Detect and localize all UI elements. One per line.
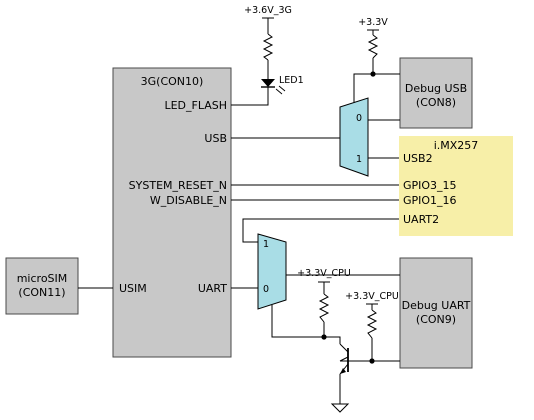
module-3g: 3G(CON10) LED_FLASH USB SYSTEM_RESET_N W… [112, 67, 232, 358]
pin-usim: USIM [119, 282, 147, 295]
mux-uart-in1-label: 1 [263, 239, 269, 250]
pin-usb: USB [204, 132, 227, 145]
debug-usb-label: Debug USB [405, 82, 467, 95]
microsim-connector: (CON11) [18, 286, 65, 299]
debug-uart-block: Debug UART (CON9) [399, 257, 473, 369]
wires [78, 18, 400, 404]
wire-mux-uart-select [271, 305, 341, 344]
resistor-usb-pullup [367, 34, 379, 59]
mux-usb-in0-label: 0 [356, 113, 362, 124]
imx-pin-gpio1-16: GPIO1_16 [403, 194, 457, 207]
imx-pin-usb2: USB2 [403, 152, 433, 165]
transistor-icon [339, 343, 349, 375]
debug-usb-connector: (CON8) [416, 96, 456, 109]
supply-cpu-b-label: +3.3V_CPU [345, 291, 399, 302]
ground-icon [330, 403, 350, 413]
supply-cpu-a: +3.3V_CPU [297, 268, 351, 283]
imx-pin-gpio3-15: GPIO3_15 [403, 179, 457, 192]
junctions [321, 71, 376, 364]
wire-led-flash [231, 87, 269, 106]
supply-usb: +3.3V [358, 17, 388, 31]
imx-pin-uart2: UART2 [403, 213, 439, 226]
led-symbol: LED1 [261, 75, 304, 95]
junction-usb-pullup [370, 71, 376, 77]
junction-transistor-base [321, 334, 327, 340]
pin-led-flash: LED_FLASH [164, 99, 227, 112]
resistor-cpu-b [366, 309, 378, 339]
supply-led-label: +3.6V_3G [244, 5, 292, 16]
mux-uart-in0-label: 0 [263, 284, 269, 295]
microsim-label: microSIM [17, 272, 68, 285]
junction-transistor-collector [369, 358, 375, 364]
pin-system-reset: SYSTEM_RESET_N [129, 179, 227, 192]
mux-usb: 0 1 [339, 97, 369, 177]
mux-usb-in1-label: 1 [356, 154, 362, 165]
module-3g-title: 3G(CON10) [141, 75, 204, 88]
wire-mux-usb-select [353, 73, 400, 103]
pin-w-disable: W_DISABLE_N [150, 194, 227, 207]
supply-led: +3.6V_3G [244, 5, 292, 19]
imx-block: i.MX257 USB2 GPIO3_15 GPIO1_16 UART2 [399, 136, 513, 236]
led-label: LED1 [279, 75, 304, 86]
supply-cpu-a-label: +3.3V_CPU [297, 268, 351, 279]
microsim-block: microSIM (CON11) [5, 257, 79, 315]
supply-cpu-b: +3.3V_CPU [345, 291, 399, 305]
resistor-led [262, 33, 274, 61]
mux-uart: 1 0 [257, 233, 287, 310]
wire-uart2 [242, 218, 399, 243]
imx-title: i.MX257 [434, 139, 479, 152]
pin-uart: UART [198, 282, 227, 295]
resistor-cpu-a [318, 293, 330, 323]
supply-usb-label: +3.3V [358, 17, 388, 28]
debug-usb-block: Debug USB (CON8) [399, 57, 473, 129]
debug-uart-connector: (CON9) [416, 313, 456, 326]
debug-uart-label: Debug UART [402, 299, 471, 312]
